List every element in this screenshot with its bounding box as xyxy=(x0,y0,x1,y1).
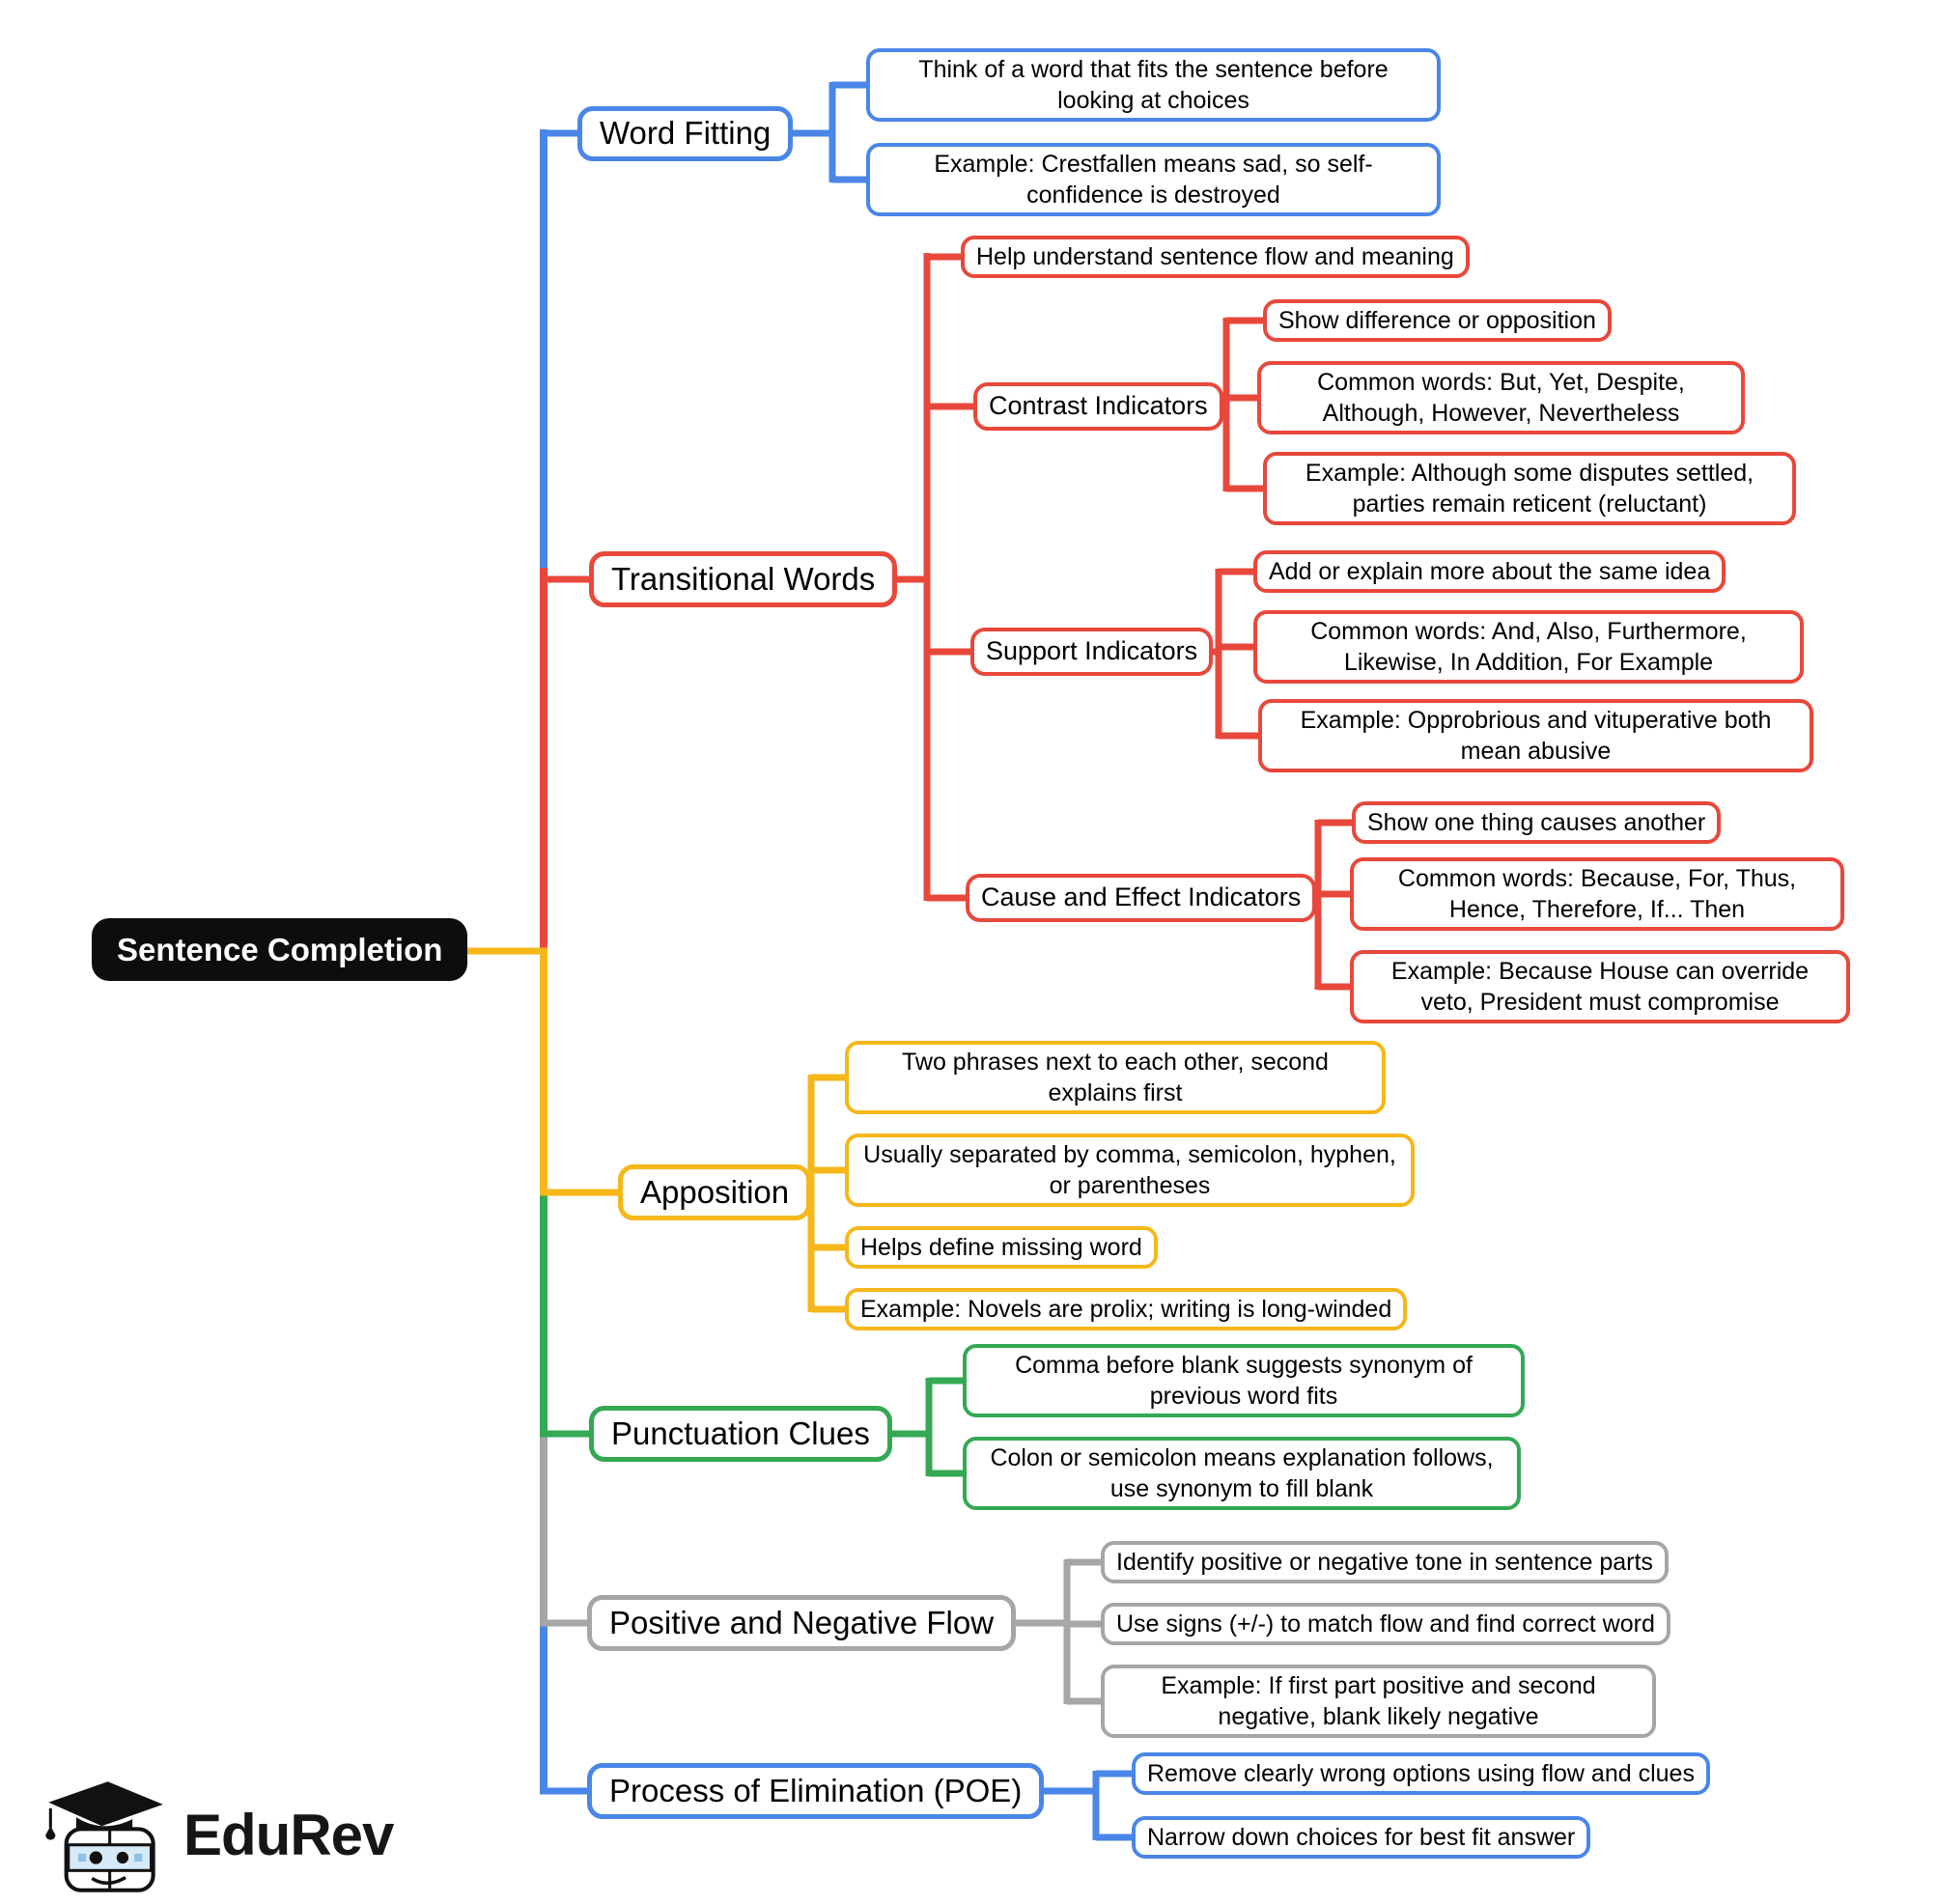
branch-node-punctuation-clues: Punctuation Clues xyxy=(589,1406,892,1462)
leaf-node: Remove clearly wrong options using flow … xyxy=(1132,1752,1710,1795)
leaf-node: Narrow down choices for best fit answer xyxy=(1132,1816,1591,1859)
branch-node-positive-negative-flow: Positive and Negative Flow xyxy=(587,1595,1017,1651)
leaf-node: Show one thing causes another xyxy=(1352,801,1722,844)
sub-branch-support-indicators: Support Indicators xyxy=(970,628,1214,676)
leaf-node: Use signs (+/-) to match flow and find c… xyxy=(1101,1603,1670,1645)
leaf-node: Show difference or opposition xyxy=(1263,299,1612,342)
leaf-node: Common words: But, Yet, Despite, Althoug… xyxy=(1257,361,1745,434)
leaf-node: Common words: Because, For, Thus, Hence,… xyxy=(1350,857,1844,931)
edurev-logo: EduRev xyxy=(37,1773,394,1896)
root-node: Sentence Completion xyxy=(92,918,468,981)
sub-branch-contrast-indicators: Contrast Indicators xyxy=(973,382,1223,431)
leaf-node: Example: Because House can override veto… xyxy=(1350,950,1850,1023)
branch-node-word-fitting: Word Fitting xyxy=(577,106,794,161)
leaf-node: Think of a word that fits the sentence b… xyxy=(866,48,1441,122)
leaf-node: Example: Opprobrious and vituperative bo… xyxy=(1258,699,1813,772)
leaf-node: Comma before blank suggests synonym of p… xyxy=(963,1344,1525,1417)
branch-node-process-of-elimination: Process of Elimination (POE) xyxy=(587,1763,1045,1819)
leaf-node: Add or explain more about the same idea xyxy=(1253,550,1726,593)
leaf-node: Usually separated by comma, semicolon, h… xyxy=(845,1134,1415,1207)
leaf-node: Example: Although some disputes settled,… xyxy=(1263,452,1796,525)
leaf-node: Colon or semicolon means explanation fol… xyxy=(963,1437,1521,1510)
leaf-node: Example: Novels are prolix; writing is l… xyxy=(845,1288,1408,1330)
leaf-node: Common words: And, Also, Furthermore, Li… xyxy=(1253,610,1804,684)
leaf-node: Helps define missing word xyxy=(845,1226,1158,1269)
edurev-mascot-icon xyxy=(45,1781,163,1892)
branch-node-apposition: Apposition xyxy=(618,1164,812,1220)
branch-node-transitional-words: Transitional Words xyxy=(589,551,898,607)
leaf-node: Two phrases next to each other, second e… xyxy=(845,1041,1386,1114)
leaf-node: Example: If first part positive and seco… xyxy=(1101,1665,1656,1738)
leaf-node: Identify positive or negative tone in se… xyxy=(1101,1541,1669,1583)
leaf-node: Example: Crestfallen means sad, so self-… xyxy=(866,143,1441,216)
sub-branch-cause-effect-indicators: Cause and Effect Indicators xyxy=(966,874,1317,922)
leaf-node: Help understand sentence flow and meanin… xyxy=(961,236,1470,278)
edurev-wordmark: EduRev xyxy=(183,1802,394,1867)
